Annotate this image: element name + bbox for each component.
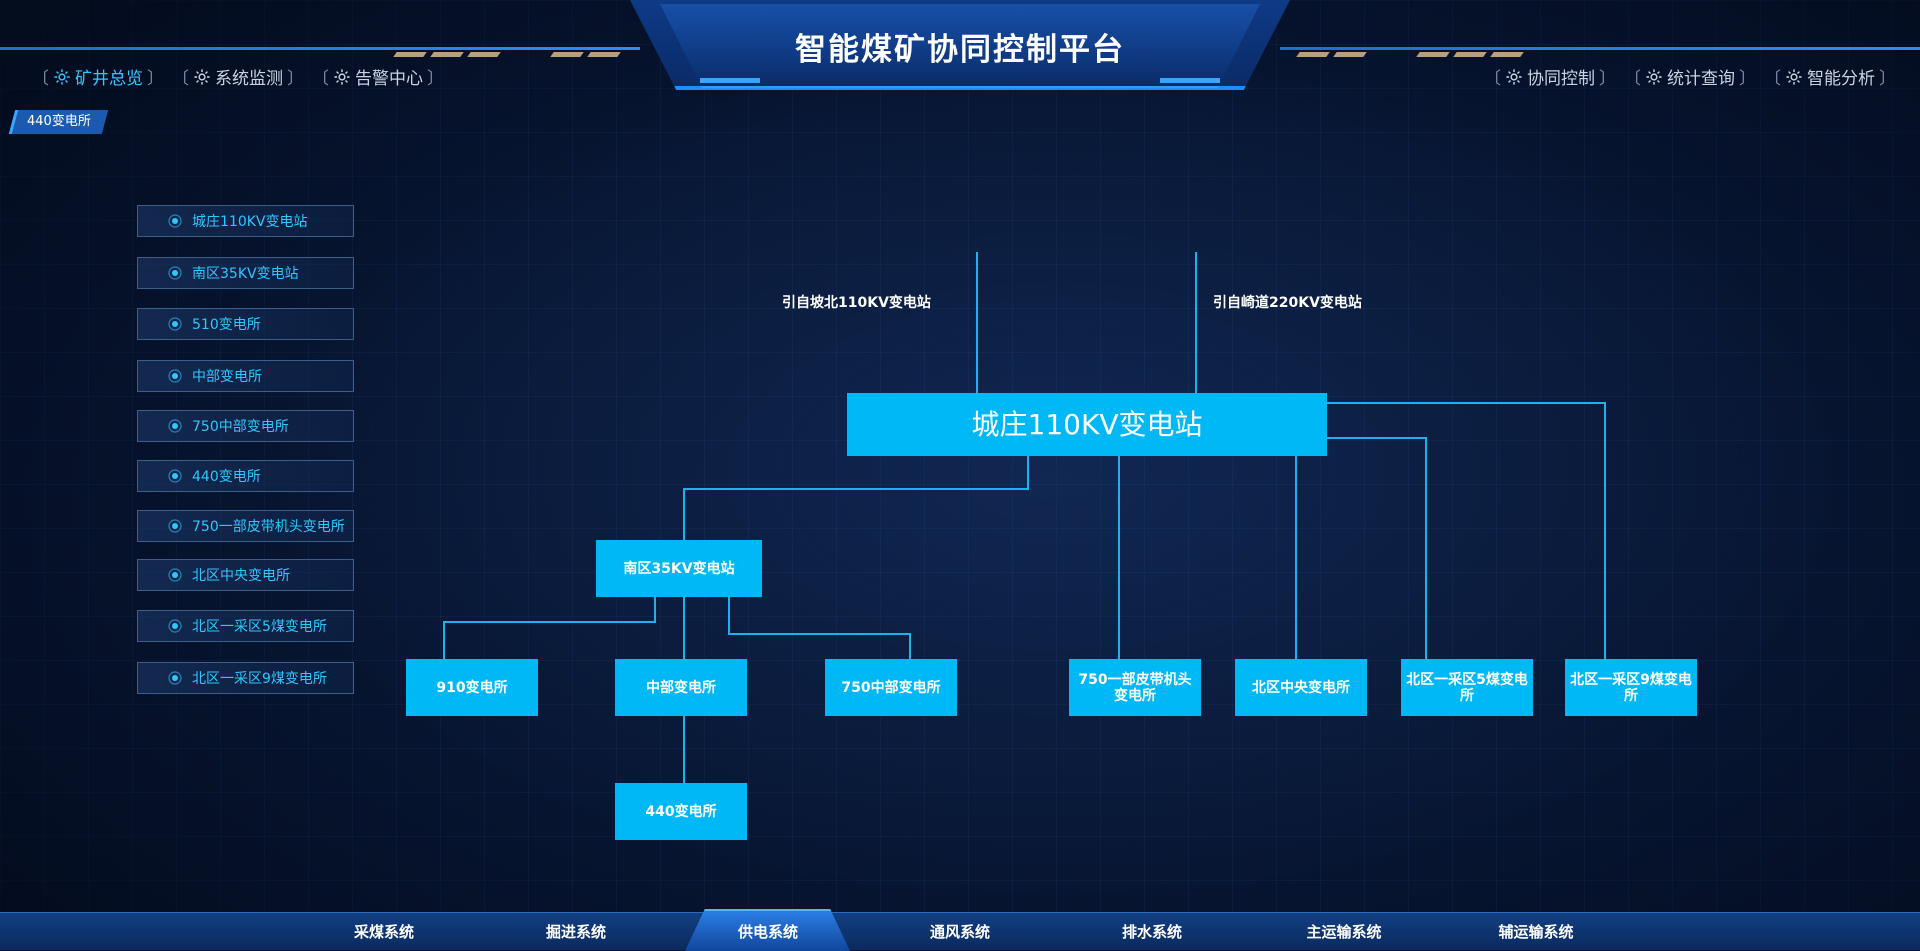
top-nav-right: 〔协同控制〕〔统计查询〕〔智能分析〕 <box>1484 64 1896 89</box>
header-line-right <box>1280 47 1920 50</box>
header-line-left <box>0 47 640 50</box>
sidebar-item-label: 510变电所 <box>192 317 261 333</box>
sidebar-item-9[interactable]: 北区一采区9煤变电所 <box>137 662 354 694</box>
gear-icon <box>1786 68 1802 85</box>
location-pin-icon <box>168 317 182 331</box>
location-pin-icon <box>168 568 182 582</box>
bracket-close: 〕 <box>1739 69 1756 89</box>
sidebar-item-6[interactable]: 750一部皮带机头变电所 <box>137 510 354 542</box>
nav-label: 统计查询 <box>1667 69 1735 89</box>
title-panel <box>630 0 1290 90</box>
top-nav-left: 〔矿井总览〕〔系统监测〕〔告警中心〕 <box>32 64 444 89</box>
source-label-1: 引自坡北110KV变电站 <box>782 295 931 311</box>
sidebar-item-8[interactable]: 北区一采区5煤变电所 <box>137 610 354 642</box>
bracket-open: 〔 <box>1484 69 1501 89</box>
bottom-tab-bar <box>0 912 1920 950</box>
nav-right-item-2[interactable]: 〔 智能分析〕 <box>1764 64 1896 89</box>
bracket-open: 〔 <box>1624 69 1641 89</box>
location-pin-icon <box>168 469 182 483</box>
node-910-substation[interactable]: 910变电所 <box>406 659 538 716</box>
line-main-9mei <box>1327 402 1606 659</box>
sidebar-item-5[interactable]: 440变电所 <box>137 460 354 492</box>
sidebar-item-label: 北区中央变电所 <box>192 568 290 584</box>
node-zhongbu-substation[interactable]: 中部变电所 <box>615 659 747 716</box>
nav-left-item-1[interactable]: 〔 系统监测〕 <box>172 64 304 89</box>
bracket-close: 〕 <box>427 69 444 89</box>
sidebar-item-0[interactable]: 城庄110KV变电站 <box>137 205 354 237</box>
bottom-tab-active-indicator <box>685 909 850 951</box>
node-main-substation[interactable]: 城庄110KV变电站 <box>847 393 1327 456</box>
nav-label: 告警中心 <box>355 69 423 89</box>
bracket-close: 〕 <box>1599 69 1616 89</box>
location-pin-icon <box>168 519 182 533</box>
bottom-tab-5[interactable]: 主运输系统 <box>1306 923 1382 941</box>
bottom-tab-4[interactable]: 排水系统 <box>1121 923 1182 941</box>
node-750zhongbu-substation[interactable]: 750中部变电所 <box>825 659 957 716</box>
sidebar-item-label: 北区一采区9煤变电所 <box>192 671 327 687</box>
sidebar-item-2[interactable]: 510变电所 <box>137 308 354 340</box>
page-title: 智能煤矿协同控制平台 <box>795 32 1125 68</box>
gear-icon <box>194 68 210 85</box>
sidebar-item-label: 750一部皮带机头变电所 <box>192 519 345 535</box>
sidebar-item-1[interactable]: 南区35KV变电站 <box>137 257 354 289</box>
location-pin-icon <box>168 266 182 280</box>
bottom-tab-1[interactable]: 掘进系统 <box>545 923 606 941</box>
line-nanqu-910 <box>443 597 656 659</box>
source-label-2: 引自崎道220KV变电站 <box>1213 295 1362 311</box>
line-main-nanqu <box>683 456 1029 540</box>
nav-label: 矿井总览 <box>75 69 143 89</box>
bracket-open: 〔 <box>32 69 49 89</box>
line-nanqu-750zhongbu <box>728 597 911 659</box>
title-panel-inner <box>660 4 1260 88</box>
sidebar-item-label: 南区35KV变电站 <box>192 266 299 282</box>
title-decoration <box>700 78 760 83</box>
bracket-open: 〔 <box>1764 69 1781 89</box>
sidebar-item-4[interactable]: 750中部变电所 <box>137 410 354 442</box>
location-pin-icon <box>168 419 182 433</box>
gear-icon <box>54 68 70 85</box>
sidebar-item-label: 440变电所 <box>192 469 261 485</box>
gear-icon <box>1506 68 1522 85</box>
location-pin-icon <box>168 369 182 383</box>
nav-right-item-0[interactable]: 〔 协同控制〕 <box>1484 64 1616 89</box>
bracket-open: 〔 <box>172 69 189 89</box>
bottom-tab-2[interactable]: 供电系统 <box>737 923 798 941</box>
sidebar-item-label: 城庄110KV变电站 <box>192 214 308 230</box>
bottom-tab-3[interactable]: 通风系统 <box>929 923 990 941</box>
location-pin-icon <box>168 619 182 633</box>
node-440-substation[interactable]: 440变电所 <box>615 783 747 840</box>
node-beiqu-9mei-substation[interactable]: 北区一采区9煤变电所 <box>1565 659 1697 716</box>
bottom-tab-6[interactable]: 辅运输系统 <box>1498 923 1574 941</box>
nav-left-item-2[interactable]: 〔 告警中心〕 <box>312 64 444 89</box>
node-nanqu-substation[interactable]: 南区35KV变电站 <box>596 540 762 597</box>
sidebar-item-label: 北区一采区5煤变电所 <box>192 619 327 635</box>
sidebar-item-label: 750中部变电所 <box>192 419 289 435</box>
sidebar-item-3[interactable]: 中部变电所 <box>137 360 354 392</box>
gear-icon <box>334 68 350 85</box>
nav-label: 系统监测 <box>215 69 283 89</box>
sidebar-item-label: 中部变电所 <box>192 369 262 385</box>
bottom-tab-0[interactable]: 采煤系统 <box>353 923 414 941</box>
nav-right-item-1[interactable]: 〔 统计查询〕 <box>1624 64 1756 89</box>
node-750yibu-substation[interactable]: 750一部皮带机头变电所 <box>1069 659 1201 716</box>
title-decoration <box>1160 78 1220 83</box>
bracket-close: 〕 <box>147 69 164 89</box>
bracket-open: 〔 <box>312 69 329 89</box>
line-main-5mei <box>1327 437 1427 659</box>
location-pin-icon <box>168 671 182 685</box>
gear-icon <box>1646 68 1662 85</box>
location-pin-icon <box>168 214 182 228</box>
sidebar-item-7[interactable]: 北区中央变电所 <box>137 559 354 591</box>
nav-left-item-0[interactable]: 〔 矿井总览〕 <box>32 64 164 89</box>
nav-label: 智能分析 <box>1807 69 1875 89</box>
node-beiqu-zhongyang-substation[interactable]: 北区中央变电所 <box>1235 659 1367 716</box>
nav-label: 协同控制 <box>1527 69 1595 89</box>
node-beiqu-5mei-substation[interactable]: 北区一采区5煤变电所 <box>1401 659 1533 716</box>
bracket-close: 〕 <box>287 69 304 89</box>
bracket-close: 〕 <box>1879 69 1896 89</box>
